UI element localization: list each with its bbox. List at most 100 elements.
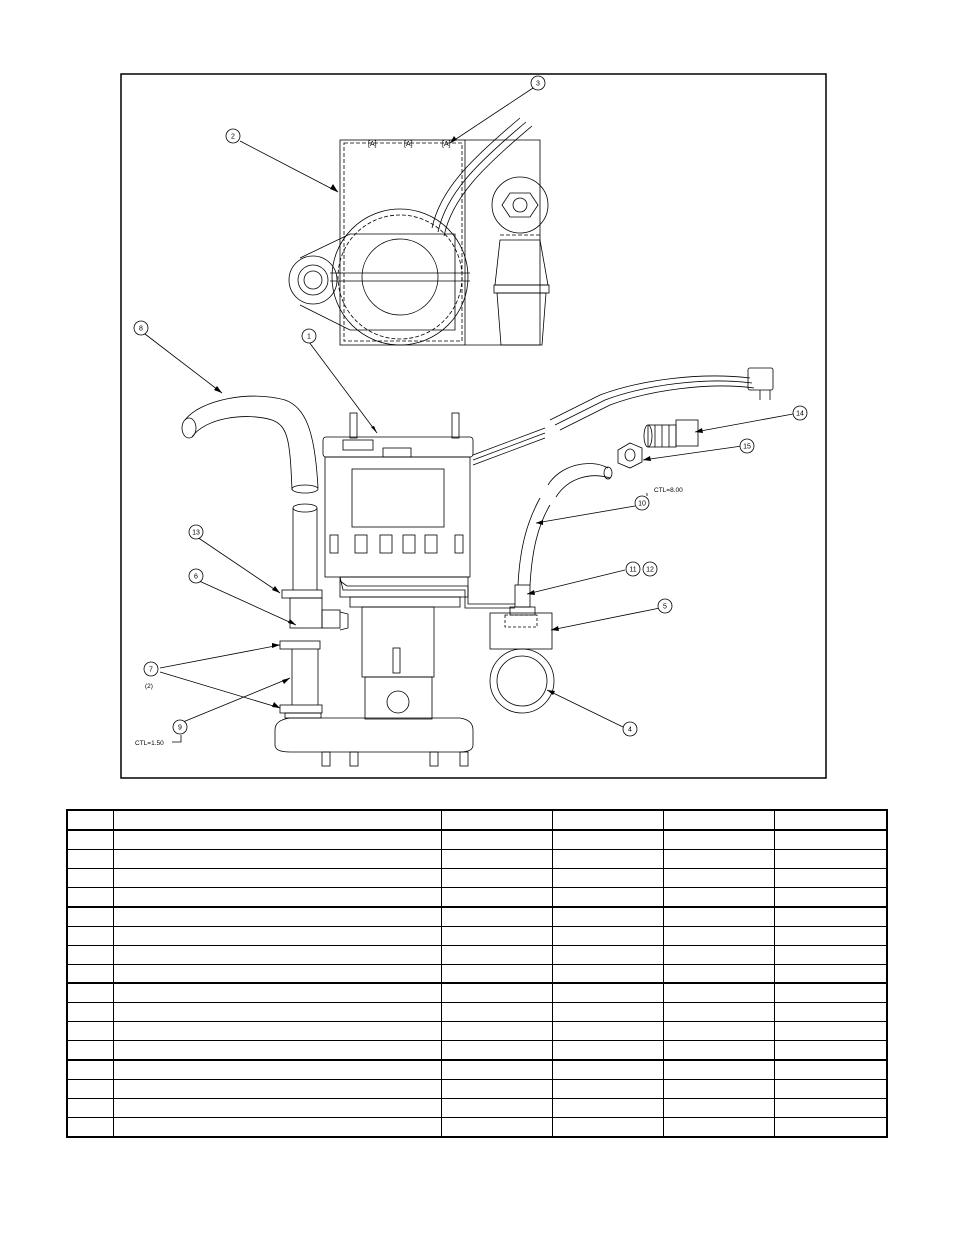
table-cell — [66, 1002, 114, 1023]
callout-7 — [143, 661, 159, 677]
svg-text:15: 15 — [743, 444, 751, 451]
ctl-note-9: CTL=1.50 — [135, 740, 164, 747]
svg-text:7: 7 — [149, 667, 153, 674]
svg-text:[A]: [A] — [442, 141, 451, 148]
table-cell — [662, 867, 775, 888]
table-cell — [662, 1021, 775, 1042]
table-cell — [440, 1116, 553, 1138]
table-cell — [440, 1079, 553, 1100]
table-cell — [662, 886, 775, 908]
table-cell — [66, 905, 114, 927]
callout-14 — [792, 405, 808, 421]
table-cell — [112, 925, 442, 946]
callout-3 — [530, 75, 546, 91]
table-cell — [66, 1021, 114, 1042]
table-cell — [773, 905, 888, 927]
svg-text:1: 1 — [307, 334, 311, 341]
leader-arrowheads — [214, 136, 703, 708]
table-cell — [773, 828, 888, 850]
table-cell — [440, 809, 553, 831]
table-cell — [662, 963, 775, 984]
table-cell — [440, 982, 553, 1004]
table-cell — [66, 925, 114, 946]
table-cell — [112, 1059, 442, 1081]
table-cell — [662, 1040, 775, 1061]
svg-text:[A]: [A] — [368, 141, 377, 148]
table-cell — [773, 1098, 888, 1118]
callout-5 — [657, 598, 673, 614]
table-cell — [66, 1116, 114, 1138]
svg-text:5: 5 — [663, 604, 667, 611]
table-cell — [773, 963, 888, 984]
table-cell — [551, 1040, 664, 1061]
parts-list-body — [66, 809, 888, 1138]
table-cell — [551, 1002, 664, 1023]
table-cell — [662, 944, 775, 965]
pump-motor — [274, 412, 474, 767]
table-cell — [112, 1002, 442, 1023]
table-cell — [112, 1116, 442, 1138]
float-cup-assembly — [339, 576, 555, 714]
table-cell — [440, 848, 553, 869]
table-cell — [662, 982, 775, 1004]
table-cell — [551, 963, 664, 984]
table-cell — [773, 982, 888, 1004]
qty-note-7: (2) — [145, 683, 153, 690]
table-cell — [112, 1021, 442, 1042]
motor-bracket-top-view — [288, 139, 550, 346]
callout-13 — [188, 524, 204, 540]
table-cell — [440, 828, 553, 850]
table-row — [66, 925, 888, 946]
table-row — [66, 867, 888, 888]
svg-text:8: 8 — [139, 326, 143, 333]
drain-tube-fittings — [517, 419, 699, 586]
exploded-parts-diagram: [A] [A] [A] — [120, 73, 827, 779]
table-cell — [440, 1021, 553, 1042]
table-cell — [662, 1059, 775, 1081]
table-cell — [440, 1098, 553, 1118]
table-cell — [662, 1002, 775, 1023]
motor-vents — [329, 534, 464, 554]
callout-1 — [301, 328, 317, 344]
ctl-note-10: CTL=8.00 — [654, 487, 683, 494]
table-cell — [551, 905, 664, 927]
table-cell — [662, 1079, 775, 1100]
callout-9 — [172, 719, 188, 735]
table-cell — [440, 1040, 553, 1061]
table-cell — [440, 1059, 553, 1081]
callout-12 — [642, 561, 658, 577]
table-cell — [66, 809, 114, 831]
callout-2 — [225, 128, 241, 144]
table-cell — [773, 848, 888, 869]
table-cell — [551, 1098, 664, 1118]
table-cell — [773, 809, 888, 831]
table-row — [66, 1116, 888, 1138]
table-cell — [112, 963, 442, 984]
svg-text:2: 2 — [231, 134, 235, 141]
svg-text:9: 9 — [178, 725, 182, 732]
table-cell — [440, 1002, 553, 1023]
table-header-row — [66, 809, 888, 831]
callout-4 — [622, 721, 638, 737]
power-cord — [472, 367, 774, 466]
table-cell — [112, 982, 442, 1004]
table-cell — [773, 1040, 888, 1061]
table-row — [66, 1098, 888, 1118]
wire-leads — [431, 117, 533, 237]
svg-text:[A]: [A] — [404, 141, 413, 148]
table-cell — [112, 848, 442, 869]
table-row — [66, 982, 888, 1004]
table-cell — [440, 944, 553, 965]
svg-text:3: 3 — [536, 81, 540, 88]
table-row — [66, 848, 888, 869]
table-row — [66, 944, 888, 965]
table-row — [66, 886, 888, 908]
callout-6 — [188, 568, 204, 584]
table-cell — [112, 1040, 442, 1061]
table-row — [66, 905, 888, 927]
table-cell — [773, 925, 888, 946]
table-cell — [66, 848, 114, 869]
callout-labels: 1 2 3 4 5 6 7 8 9 10 11 12 13 14 15 — [139, 81, 804, 734]
table-cell — [440, 925, 553, 946]
table-cell — [662, 925, 775, 946]
